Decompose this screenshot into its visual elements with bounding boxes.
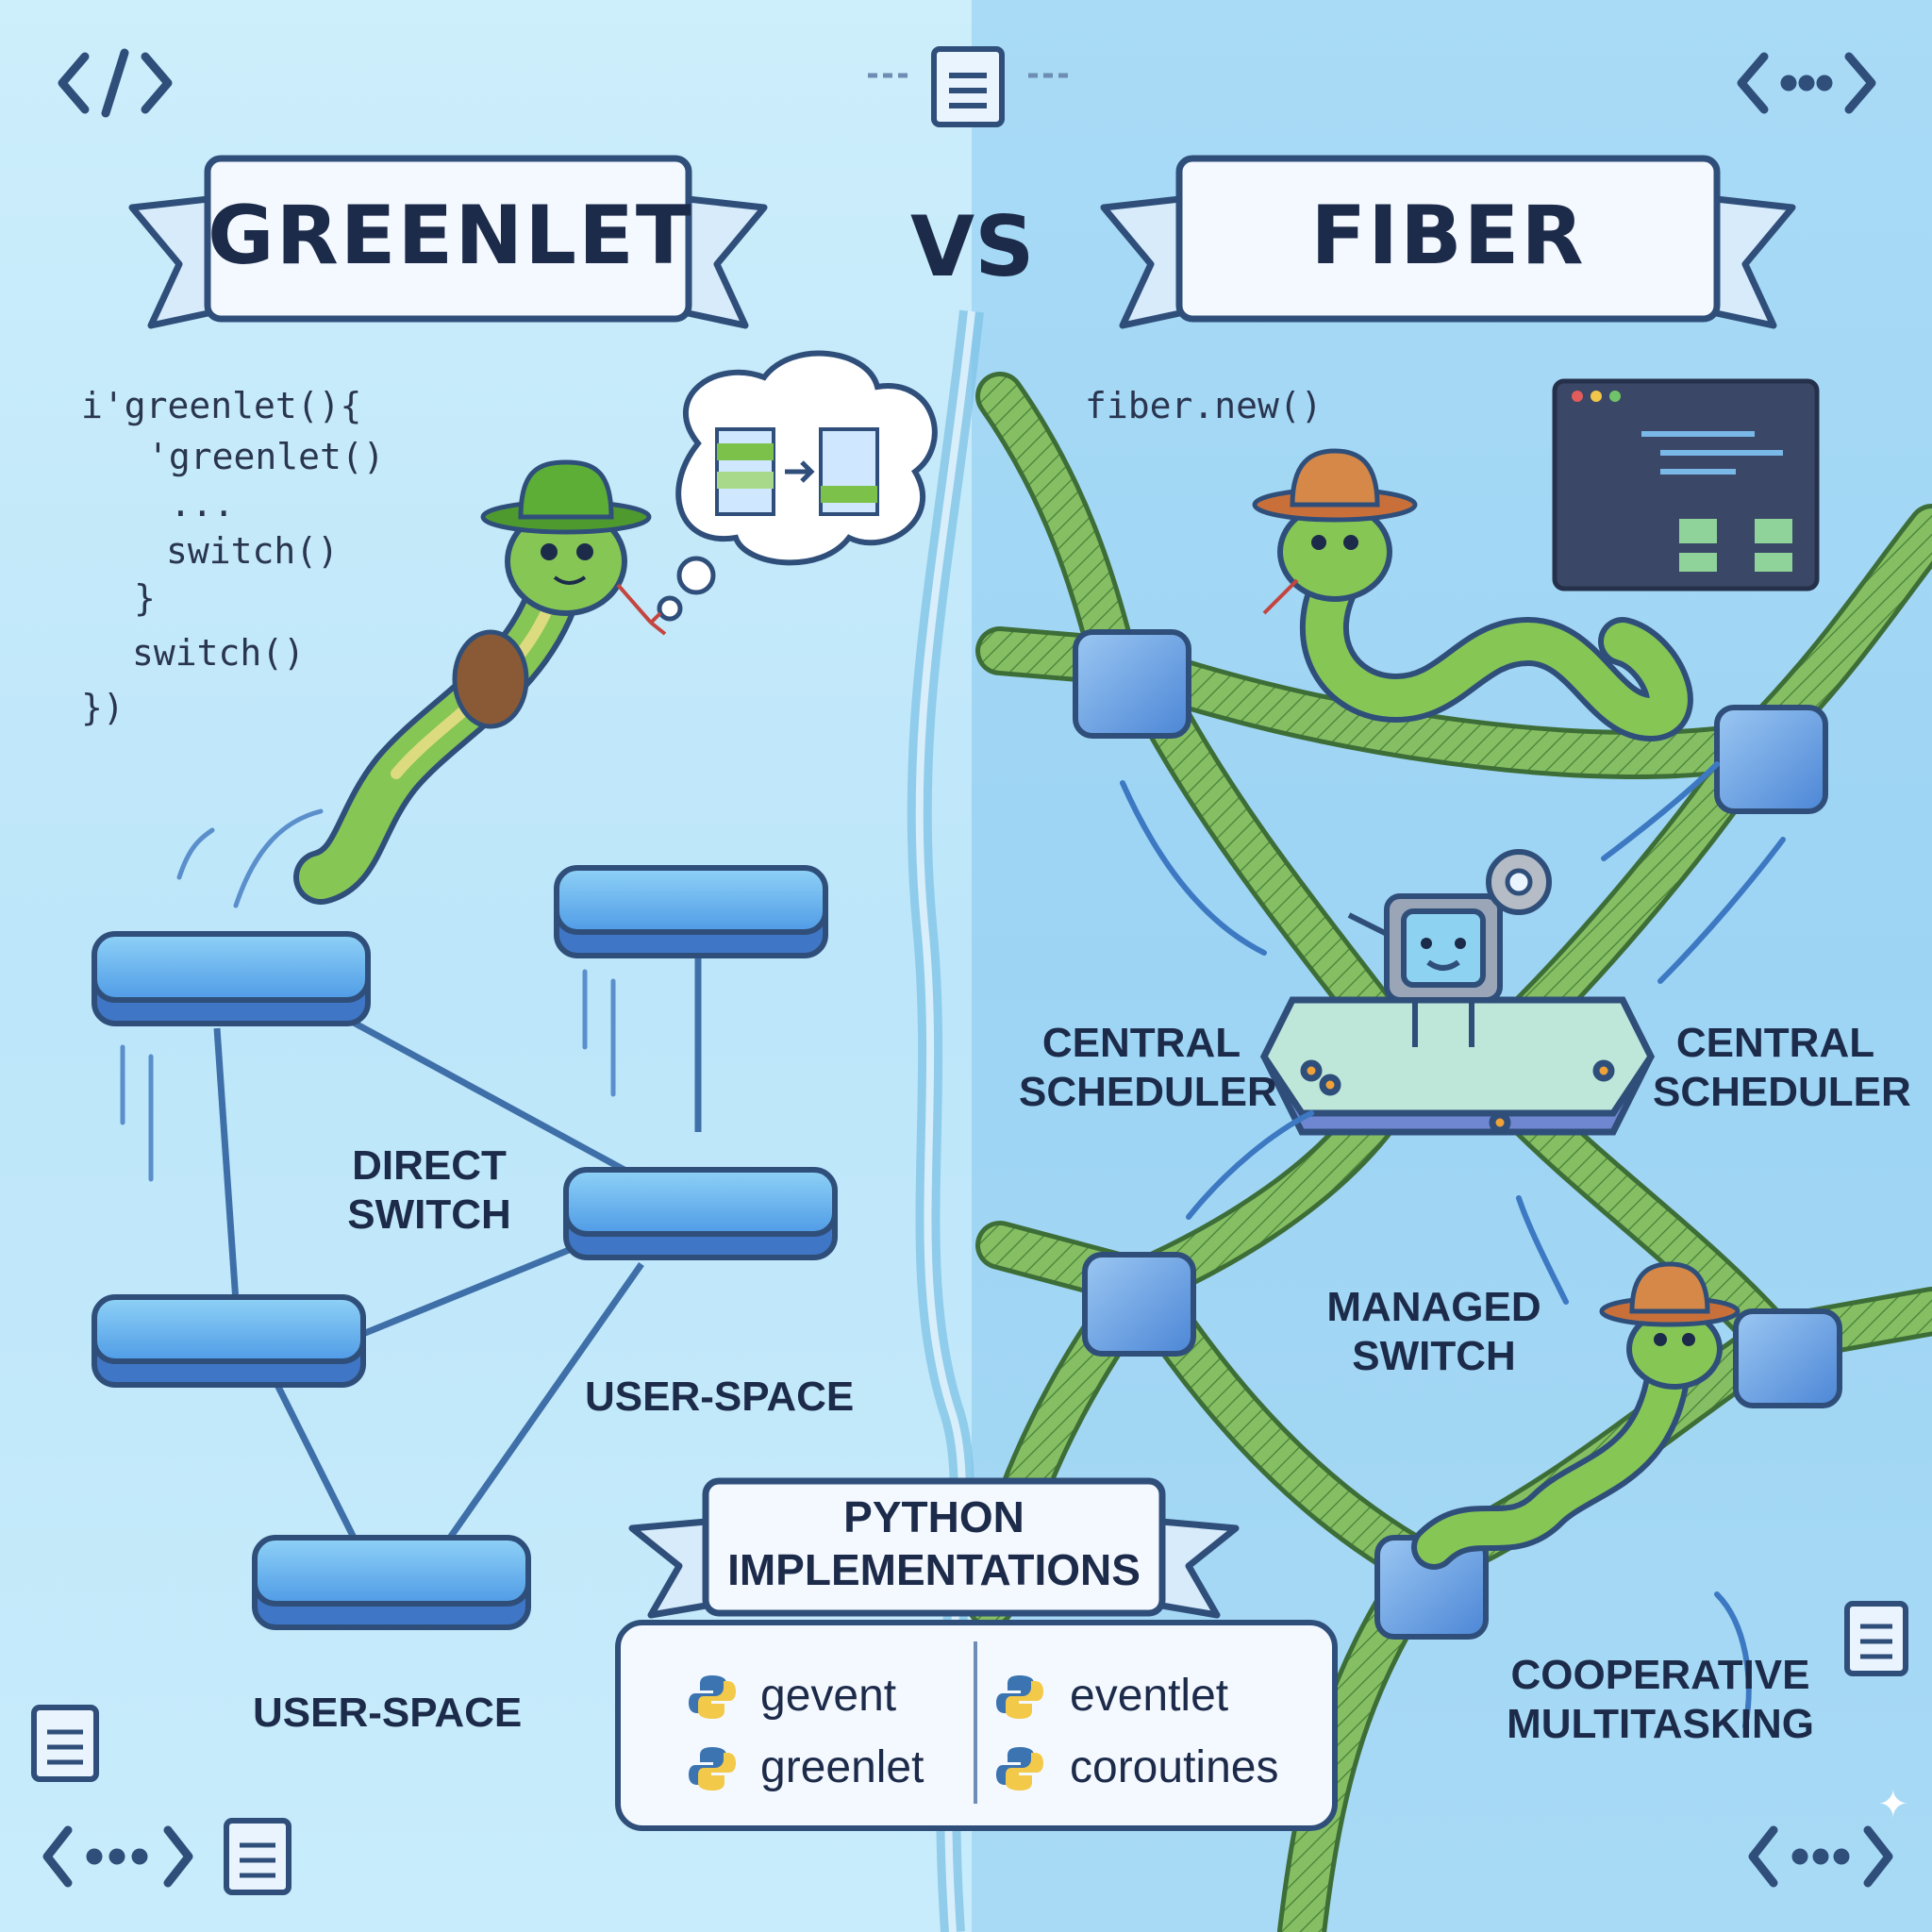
python-logo-icon: [687, 1672, 738, 1726]
fiber-arrows: [1120, 761, 1786, 1729]
code-line-3: ...: [170, 483, 235, 525]
greenlet-banner: [128, 155, 768, 329]
code-line-5: }: [134, 577, 156, 619]
fiber-snake-2-icon: [1411, 1261, 1740, 1570]
fiber-title: FIBER: [1310, 189, 1586, 283]
python-logo-icon: [994, 1672, 1045, 1726]
code-window-icon: [1552, 378, 1820, 591]
greenlet-graph-edges: [213, 943, 702, 1550]
code-line-4: switch(): [166, 530, 340, 572]
user-space-label-2: USER-SPACE: [253, 1690, 523, 1736]
python-logo-icon: [994, 1743, 1045, 1798]
sparkle-icon: ✦: [1877, 1783, 1909, 1826]
ellipsis-arrows-icon-bottom-left: [42, 1825, 193, 1888]
scheduler-robot-icon: [1347, 893, 1503, 1047]
greenlet-platform-4: [92, 1294, 366, 1388]
thought-bubble: [657, 350, 938, 622]
gear-icon: [1486, 849, 1552, 915]
code-line-1: i'greenlet(){: [81, 385, 362, 426]
lib-eventlet: eventlet: [1070, 1671, 1229, 1721]
bottom-center-document-icon: [224, 1818, 291, 1895]
fiber-snake-icon: [1252, 448, 1693, 742]
greenlet-title: GREENLET: [208, 189, 693, 283]
greenlet-snake-icon: [293, 459, 667, 905]
code-line-7: }): [81, 687, 125, 728]
bottom-left-document-icon: [31, 1705, 99, 1782]
ellipsis-arrows-icon-bottom-right: [1748, 1825, 1893, 1888]
code-brackets-icon: [58, 48, 173, 118]
greenlet-platform-3: [563, 1167, 838, 1260]
code-line-6: switch(): [132, 632, 306, 674]
fiber-code-snippet: fiber.new(): [1085, 385, 1323, 426]
code-line-2: 'greenlet(): [147, 436, 385, 477]
fiber-banner: [1100, 155, 1796, 329]
greenlet-platform-1: [92, 931, 371, 1026]
top-document-icon: [868, 46, 1068, 127]
right-document-icon: [1844, 1601, 1908, 1676]
ellipsis-arrows-icon-top-right: [1737, 52, 1876, 114]
greenlet-platform-5: [252, 1535, 531, 1630]
user-space-label-1: USER-SPACE: [585, 1374, 855, 1420]
lib-coroutines: coroutines: [1070, 1742, 1279, 1792]
lib-gevent: gevent: [760, 1671, 897, 1721]
vs-label: VS: [910, 198, 1035, 295]
python-implementations-banner: [628, 1477, 1240, 1619]
python-logo-icon: [687, 1743, 738, 1798]
lib-greenlet: greenlet: [760, 1742, 924, 1792]
greenlet-platform-2: [554, 865, 828, 958]
central-scheduler-box: [1259, 996, 1656, 1136]
motion-lines: [120, 808, 616, 1182]
